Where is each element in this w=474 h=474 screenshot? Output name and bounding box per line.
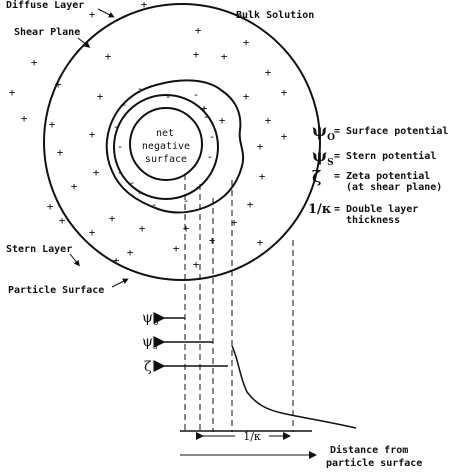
positive-charge: + — [9, 86, 16, 99]
potential-decay-curve — [231, 345, 357, 429]
negative-charge: - — [151, 198, 158, 211]
psi0-axis-label: ψ0 — [142, 310, 159, 328]
legend-psi0-symbol: ψO — [312, 121, 335, 143]
positive-charge: + — [49, 118, 56, 131]
positive-charges: + + + + + + + + + + + + + + + + + + + + + + + + + + + + + + + + + + + + + + + + — [9, 0, 288, 271]
shear-plane-label: Shear Plane — [14, 27, 80, 38]
negative-charge: - — [137, 186, 144, 199]
negative-charge: - — [117, 140, 124, 153]
positive-charge: + — [89, 8, 96, 21]
positive-charge: + — [127, 246, 134, 259]
legend: ψO = Surface potential ψS = Stern potent… — [308, 121, 448, 226]
positive-charge: + — [139, 222, 146, 235]
distance-label-line1: Distance from — [330, 444, 408, 456]
diffuse-layer-label: Diffuse Layer — [6, 0, 84, 11]
negative-charge: - — [113, 120, 120, 133]
positive-charge: + — [259, 170, 266, 183]
positive-charge: + — [281, 86, 288, 99]
stern-layer-label: Stern Layer — [6, 244, 72, 255]
positive-charge: + — [71, 180, 78, 193]
positive-charge: + — [193, 258, 200, 271]
positive-charge: + — [109, 212, 116, 225]
stern-layer-pointer — [69, 253, 80, 267]
negative-charge: - — [165, 90, 172, 103]
positive-charge: + — [219, 114, 226, 127]
projection-lines — [184, 174, 294, 432]
negative-charge: - — [209, 130, 216, 143]
negative-charge: - — [203, 110, 210, 123]
core-label-surface: surface — [145, 154, 187, 165]
core-label-net: net — [156, 128, 174, 139]
legend-psi0-text: = Surface potential — [334, 125, 448, 137]
negative-charge: - — [193, 88, 200, 101]
particle-core-circle — [129, 107, 203, 181]
legend-zeta-symbol: ζ — [312, 167, 321, 186]
stern-layer-circle — [113, 94, 219, 200]
negative-charge: - — [129, 176, 136, 189]
positive-charge: + — [89, 226, 96, 239]
positive-charge: + — [257, 236, 264, 249]
positive-charge: + — [57, 146, 64, 159]
zeta-axis-label: ζ — [144, 359, 152, 375]
positive-charge: + — [201, 102, 208, 115]
negative-charge: - — [183, 194, 190, 207]
positive-charge: + — [183, 222, 190, 235]
shear-plane-pointer — [77, 37, 91, 48]
positive-charge: + — [257, 140, 264, 153]
positive-charge: + — [281, 130, 288, 143]
positive-charge: + — [59, 214, 66, 227]
outer-diffuse-circle — [43, 3, 321, 281]
legend-psis-symbol: ψS — [312, 146, 334, 168]
legend-psis-text: = Stern potential — [334, 150, 436, 162]
positive-charge: + — [243, 90, 250, 103]
negative-charges: --------------- — [113, 82, 216, 211]
particle-surface-pointer — [111, 278, 129, 288]
positive-charge: + — [221, 50, 228, 63]
legend-zeta-text: = Zeta potential — [334, 170, 430, 182]
kappa-dimension-label: 1/κ — [243, 430, 261, 443]
particle-surface-label: Particle Surface — [8, 284, 104, 296]
positive-charge: + — [193, 48, 200, 61]
positive-charge: + — [97, 90, 104, 103]
shear-plane-boundary — [105, 79, 245, 214]
positive-charge: + — [231, 216, 238, 229]
positive-charge: + — [247, 198, 254, 211]
bulk-solution-label: Bulk Solution — [236, 9, 314, 21]
positive-charge: + — [265, 66, 272, 79]
positive-charge: + — [209, 234, 216, 247]
positive-charge: + — [31, 56, 38, 69]
positive-charge: + — [89, 128, 96, 141]
negative-charge: - — [195, 180, 202, 193]
legend-kappa-text: = Double layer — [334, 204, 418, 215]
core-label-negative: negative — [142, 141, 190, 152]
distance-label-line2: particle surface — [326, 457, 422, 469]
diffuse-layer-pointer — [97, 8, 115, 18]
positive-charge: + — [195, 24, 202, 37]
positive-charge: + — [265, 114, 272, 127]
negative-charge: - — [117, 166, 124, 179]
legend-kappa-symbol: 1/κ — [308, 202, 332, 217]
positive-charge: + — [55, 78, 62, 91]
positive-charge: + — [47, 200, 54, 213]
legend-zeta-text2: (at shear plane) — [346, 182, 442, 193]
positive-charge: + — [173, 242, 180, 255]
positive-charge: + — [243, 36, 250, 49]
psis-axis-label: ψs — [142, 334, 158, 352]
positive-charge: + — [21, 112, 28, 125]
positive-charge: + — [113, 254, 120, 267]
positive-charge: + — [93, 166, 100, 179]
legend-kappa-text2: thickness — [346, 214, 400, 226]
negative-charge: - — [137, 82, 144, 95]
positive-charge: + — [141, 0, 148, 11]
positive-charge: + — [105, 50, 112, 63]
negative-charge: - — [121, 98, 128, 111]
negative-charge: - — [207, 150, 214, 163]
